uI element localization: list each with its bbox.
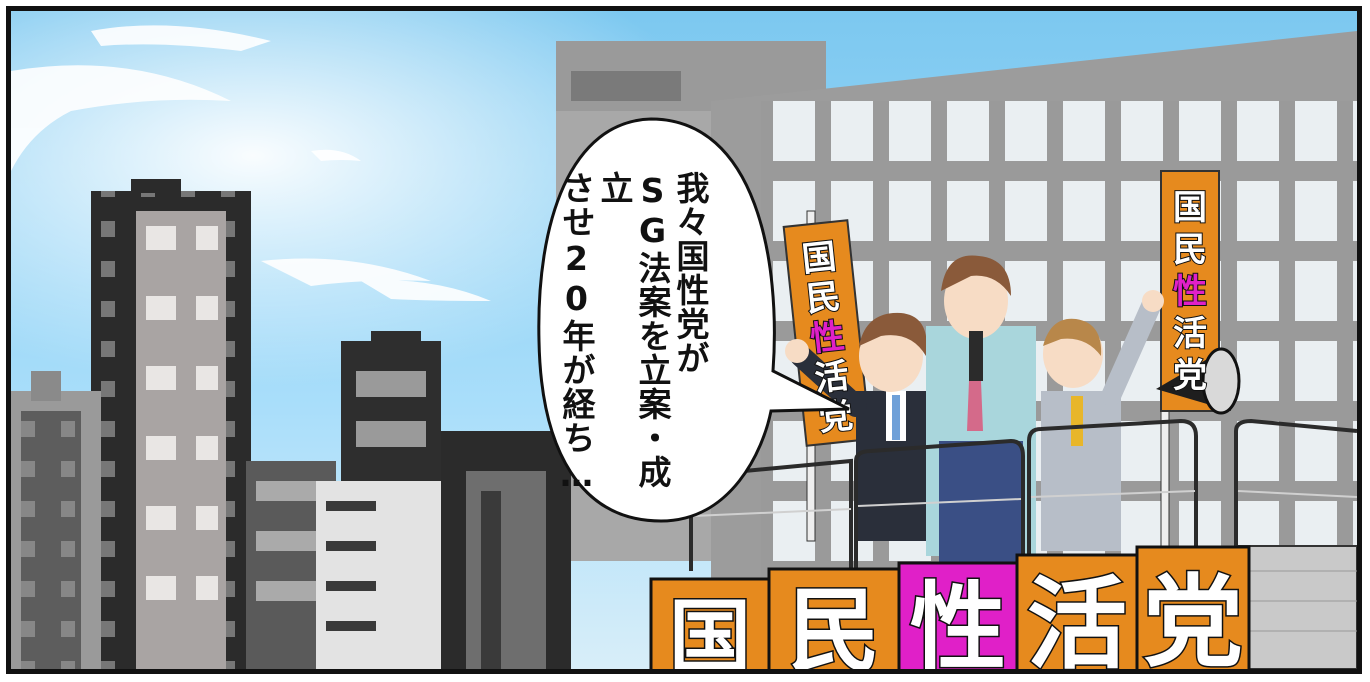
speech-line-3: させ20年が経ち… [557,171,596,495]
banner-char-2: 民 [788,578,880,669]
flag-right-char-4: 活 [1173,314,1207,354]
speech-line-1: 我々国性党が [671,171,710,375]
campaign-banner [649,545,1251,669]
railing [689,418,1357,571]
banner-char-3: 性 [910,572,1006,669]
flag-right-char-2: 民 [1173,230,1207,270]
banner-char-5: 党 [1143,564,1243,669]
manga-panel: 国 民 性 活 党 国 民 性 活 党 国 民 性 活 党 我々国性党が SG法… [6,6,1362,674]
politician-center [926,255,1036,571]
politician-right [1041,290,1164,551]
speech-line-2: SG法案を立案・成立 [595,171,672,489]
flag-right-char-3: 性 [1173,272,1207,312]
megaphone-icon [1156,347,1241,415]
banner-char-4: 活 [1027,566,1127,669]
flag-left-char-1: 国 [800,237,838,280]
flag-left-char-2: 民 [804,277,842,320]
clouds [11,25,491,301]
speech-bubble [537,117,850,523]
flag-right-char-1: 国 [1173,188,1207,228]
banner-char-1: 国 [669,591,751,669]
street-scene: 国 民 性 活 党 国 民 性 活 党 国 民 性 活 党 [11,11,1357,669]
flag-left-char-3: 性 [809,316,847,359]
flag-right-char-5: 党 [1173,356,1207,396]
speech-bubble-text: 我々国性党が SG法案を立案・成立 させ20年が経ち… [557,171,710,511]
